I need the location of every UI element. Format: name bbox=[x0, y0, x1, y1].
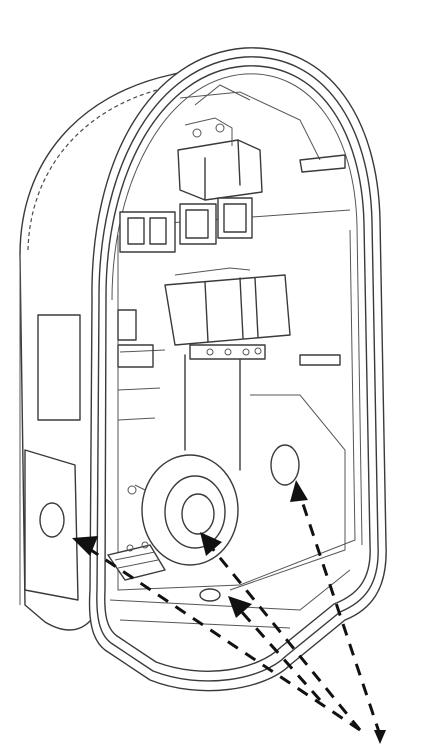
arrow-right bbox=[290, 480, 382, 736]
side-components bbox=[117, 154, 346, 421]
cable-clip-right bbox=[299, 354, 341, 366]
bottom-connector bbox=[107, 541, 166, 581]
mount-hole-bottom bbox=[199, 588, 221, 602]
mount-hole-right bbox=[270, 444, 300, 486]
contactor-module bbox=[119, 267, 291, 471]
cable-gland bbox=[127, 454, 239, 566]
rear-mount-plate-left bbox=[24, 449, 79, 601]
arrow-center bbox=[200, 532, 362, 731]
rear-mount-hole-left bbox=[39, 502, 65, 538]
terminal-blocks bbox=[119, 197, 253, 253]
arrow-left bbox=[72, 536, 361, 732]
rear-slot bbox=[37, 314, 81, 421]
top-relay-module bbox=[177, 117, 263, 201]
arrow-bottom bbox=[228, 596, 322, 701]
top-right-clip bbox=[299, 154, 346, 173]
arrow-tail-marker bbox=[374, 730, 386, 744]
